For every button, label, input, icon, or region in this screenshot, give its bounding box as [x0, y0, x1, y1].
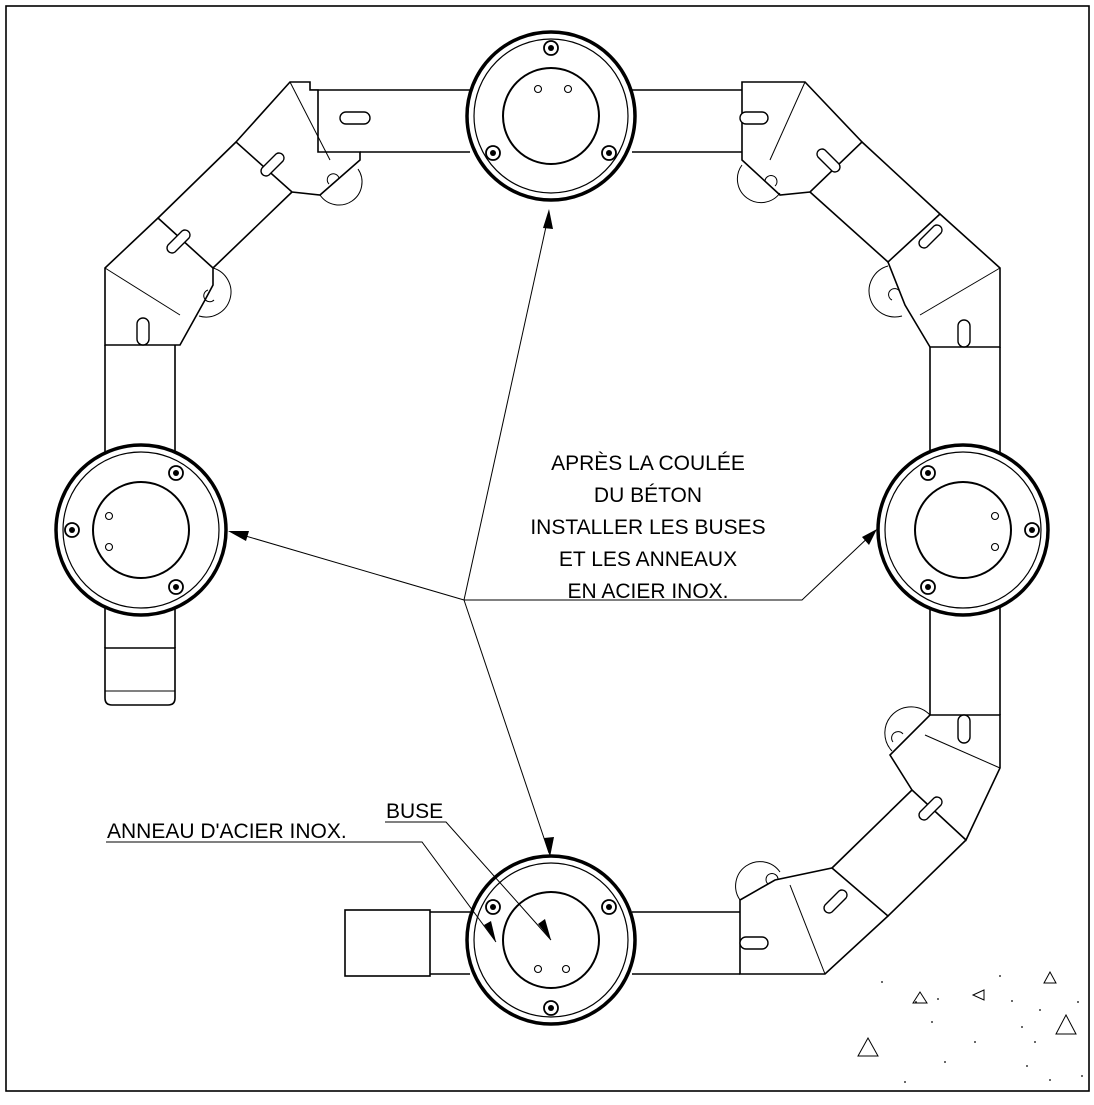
elbow-top-right-2 [868, 212, 1001, 348]
note-line-3: INSTALLER LES BUSES [530, 516, 765, 539]
arrow-head [544, 837, 554, 857]
leader-to-top-nozzle [463, 212, 550, 601]
pipe-lower-right-diagonal [831, 789, 967, 917]
leader-to-right-nozzle [464, 531, 875, 601]
note-line-5: EN ACIER INOX. [567, 580, 728, 603]
arrow-head [228, 531, 249, 541]
installation-note: APRÈS LA COULÉE DU BÉTON INSTALLER LES B… [530, 452, 765, 603]
pipe-bottom-left-stub [344, 909, 470, 977]
concrete-hatch-icon [857, 970, 1083, 1083]
pipe-upper-right-diagonal [809, 141, 941, 263]
leader-nozzle [385, 821, 552, 941]
arrow-head [484, 921, 496, 942]
pipe-network [104, 89, 1001, 977]
label-ring: ANNEAU D'ACIER INOX. [107, 820, 347, 843]
pipe-top-right [632, 89, 742, 153]
leader-lines [106, 209, 877, 943]
elbow-bottom-right-2 [735, 861, 890, 975]
pipe-end-cap-left [104, 647, 176, 706]
note-line-2: DU BÉTON [594, 484, 702, 507]
pipe-right-vertical [929, 347, 1001, 715]
label-nozzle: BUSE [386, 800, 443, 823]
arrow-head [862, 529, 877, 545]
drawing-border [5, 5, 1090, 1092]
pipe-left-vertical [104, 345, 176, 648]
leader-to-bottom-nozzle [463, 599, 550, 854]
elbow-top-left-2 [104, 216, 232, 346]
note-line-4: ET LES ANNEAUX [559, 548, 737, 571]
elbow-top-left-1 [234, 81, 371, 206]
pipe-top-left [310, 89, 470, 153]
pipe-bottom-right [632, 911, 740, 975]
nozzle-assembly-left [54, 443, 228, 617]
elbow-fittings [104, 81, 1001, 975]
leader-to-left-nozzle [231, 531, 465, 601]
arrow-head [538, 919, 551, 940]
arrow-head [543, 209, 553, 229]
note-line-1: APRÈS LA COULÉE [551, 452, 745, 475]
pipe-upper-left-diagonal [157, 141, 293, 269]
elbow-top-right-1 [736, 81, 864, 204]
nozzle-assembly-right [876, 443, 1050, 617]
nozzle-assembly-top [465, 30, 637, 202]
leader-ring [106, 841, 497, 943]
elbow-bottom-right-1 [884, 706, 1001, 842]
